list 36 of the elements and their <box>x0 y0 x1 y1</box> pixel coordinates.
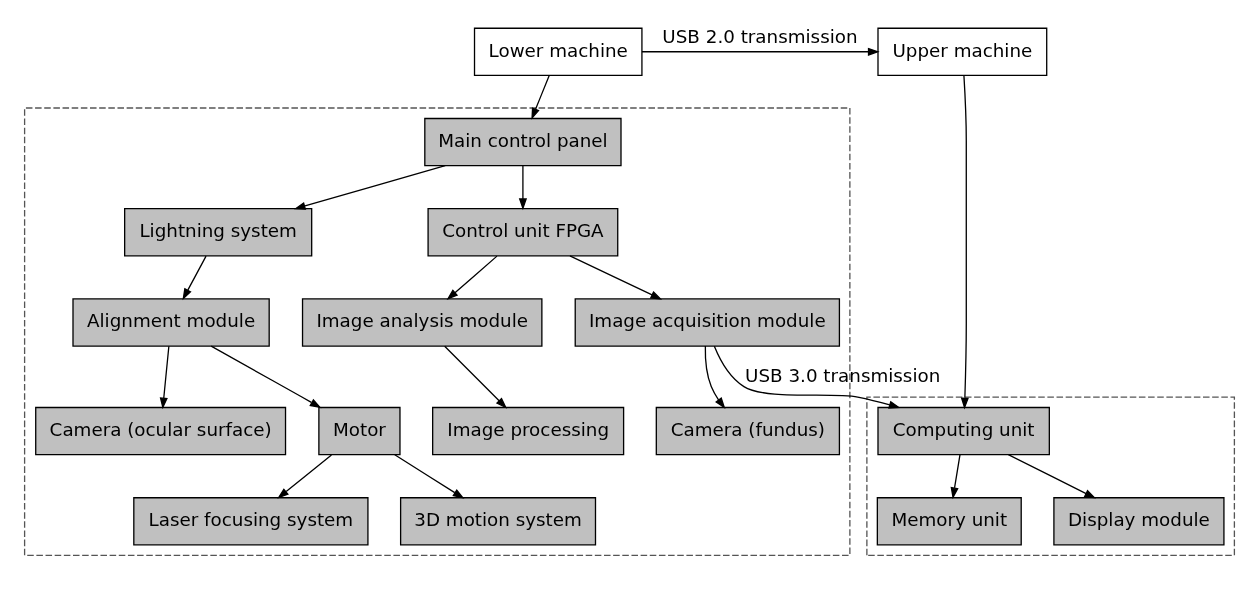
node-box: Lower machine <box>473 27 643 76</box>
arrow <box>950 454 961 500</box>
arrow <box>182 255 207 301</box>
arrow <box>1007 454 1097 499</box>
arrow <box>713 345 901 409</box>
arrow <box>446 255 498 300</box>
arrow <box>293 165 446 210</box>
node-box: Camera (ocular surface) <box>35 406 287 456</box>
arrow <box>159 345 170 410</box>
node-box: 3D motion system <box>399 497 597 546</box>
arrow <box>277 454 333 499</box>
arrow <box>531 75 550 120</box>
arrow <box>210 345 322 409</box>
node-box: Camera (fundus) <box>655 406 841 456</box>
node-box: Image processing <box>432 406 625 456</box>
node-box: Motor <box>318 406 401 456</box>
arrow <box>960 74 969 410</box>
node-box: Main control panel <box>424 117 622 167</box>
node-box: Memory unit <box>876 497 1022 546</box>
arrow <box>444 345 508 409</box>
arrow <box>394 454 465 499</box>
node-box: Laser focusing system <box>133 497 369 546</box>
arrow <box>518 165 528 211</box>
node-box: Image analysis module <box>301 298 543 347</box>
arrow <box>569 255 663 300</box>
node-box: Image acquisition module <box>574 298 841 347</box>
arrow <box>704 345 726 409</box>
arrow <box>641 47 880 56</box>
edge-label: USB 3.0 transmission <box>745 364 941 386</box>
node-box: Lightning system <box>124 208 313 257</box>
edge-label: USB 2.0 transmission <box>662 25 858 47</box>
node-box: Control unit FPGA <box>427 208 619 257</box>
node-box: Alignment module <box>72 298 270 347</box>
node-box: Display module <box>1053 497 1225 546</box>
node-box: Computing unit <box>877 406 1050 456</box>
node-box: Upper machine <box>877 27 1048 76</box>
